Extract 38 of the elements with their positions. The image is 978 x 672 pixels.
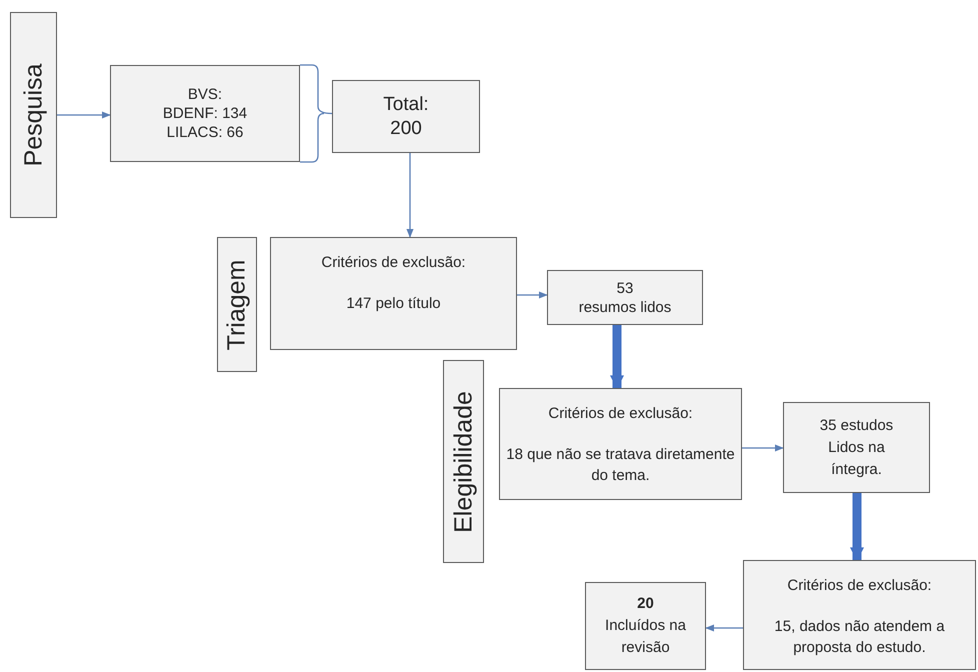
arrow: [57, 111, 111, 119]
box-text: LILACS: 66: [166, 123, 244, 142]
arrow: [850, 493, 864, 562]
stage-box: [10, 12, 57, 218]
box-text: BVS:: [188, 85, 222, 104]
box-text: 53: [616, 278, 634, 298]
exclusion-box: [499, 388, 742, 500]
box-text: BDENF: 134: [162, 104, 248, 123]
arrow: [742, 444, 784, 452]
process-box: [110, 65, 300, 162]
arrow: [705, 624, 743, 632]
box-text: 35 estudos Lidos na íntegra.: [818, 416, 894, 480]
box-text: Critérios de exclusão:: [320, 253, 467, 273]
arrow: [610, 325, 624, 390]
box-text: Incluídos na revisão: [604, 616, 687, 658]
box-text: 147 pelo título: [345, 294, 442, 314]
total-text: Total:: [383, 92, 429, 116]
stage-box: [217, 237, 257, 372]
stage-label: Triagem: [224, 259, 250, 350]
process-box: [547, 270, 703, 325]
box-text: 15, dados não atendem a proposta do estudo.: [773, 617, 946, 658]
process-box: [332, 80, 480, 153]
total-text: 200: [390, 116, 422, 140]
exclusion-box: [270, 237, 517, 350]
exclusion-box: [743, 560, 976, 670]
box-text: Critérios de exclusão:: [786, 576, 933, 596]
stage-label: Pesquisa: [21, 64, 46, 166]
result-box: [585, 582, 706, 670]
arrow: [517, 291, 548, 299]
box-text: Critérios de exclusão:: [547, 404, 694, 424]
stage-box: [443, 360, 484, 563]
box-text: 18 que não se tratava diretamente do tema.: [505, 445, 736, 486]
box-text: resumos lidos: [578, 298, 672, 316]
brace-connector: [299, 64, 333, 163]
result-count: 20: [637, 594, 654, 614]
stage-label: Elegibilidade: [451, 390, 476, 532]
arrow: [406, 153, 414, 238]
process-box: [783, 402, 930, 493]
